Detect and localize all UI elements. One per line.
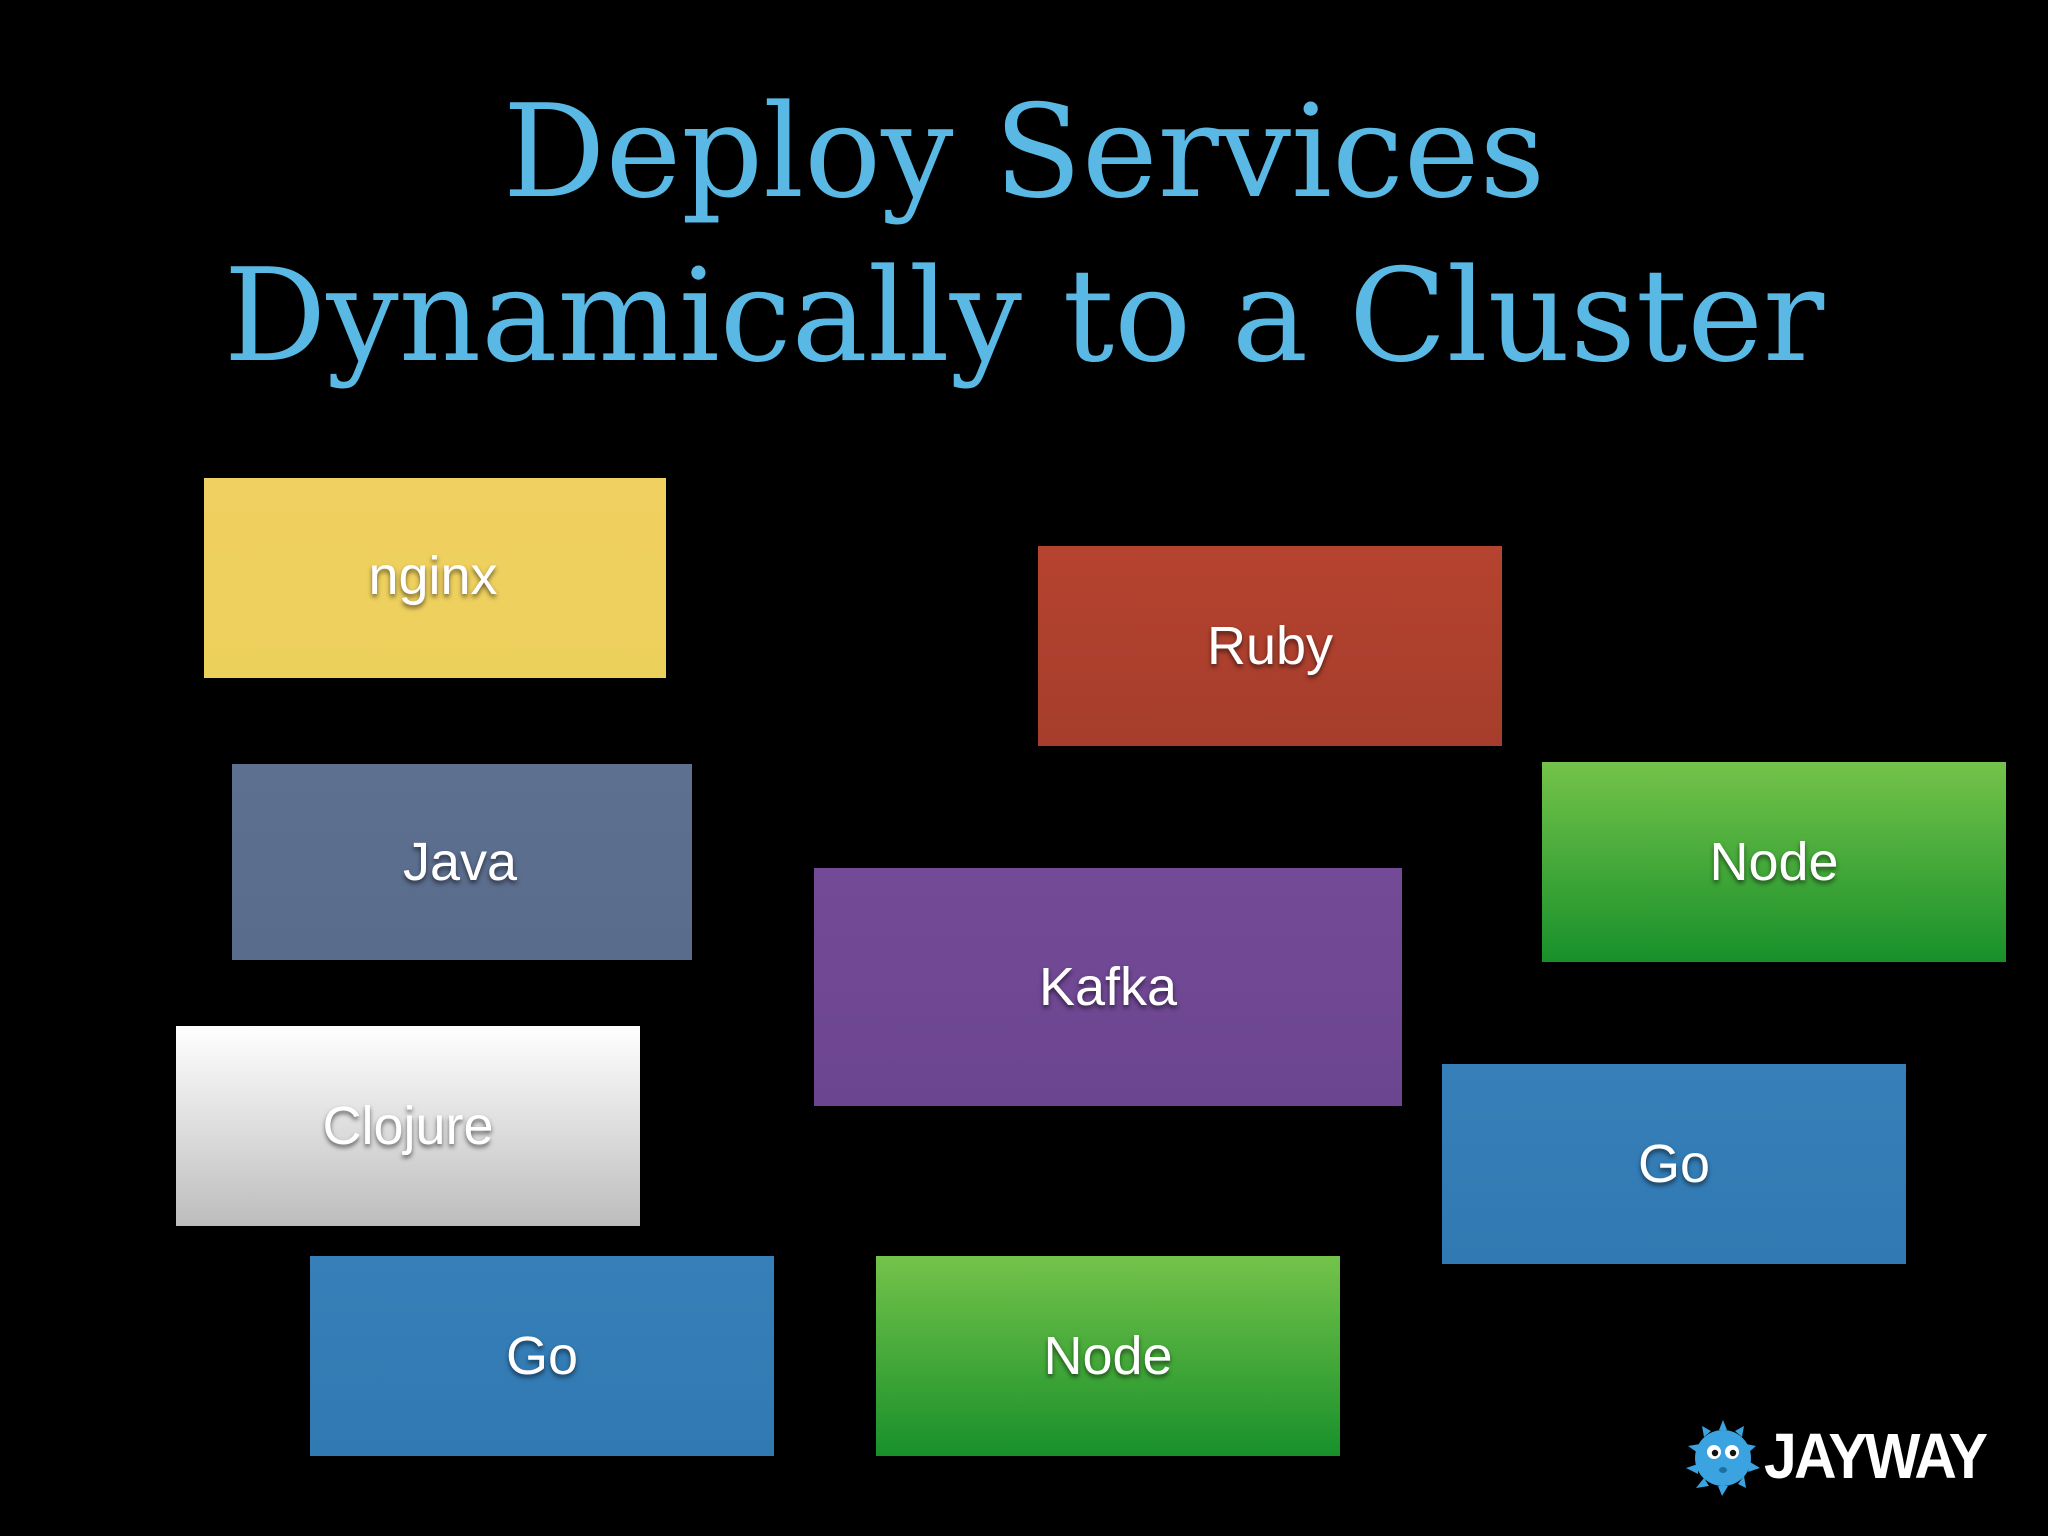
service-label-java: Java [402, 832, 518, 892]
service-box-go-2: Go [310, 1256, 774, 1456]
service-box-node-1: Node [1542, 762, 2006, 962]
slide-title-line-1: Deploy Services [502, 78, 1546, 227]
service-box-clojure: Clojure [176, 1026, 640, 1226]
service-label-kafka: Kafka [1038, 957, 1178, 1017]
service-box-ruby: Ruby [1038, 546, 1502, 746]
service-label-go-2: Go [505, 1326, 579, 1386]
service-box-go-1: Go [1442, 1064, 1906, 1264]
service-label-node-1: Node [1709, 832, 1839, 892]
service-box-java: Java [232, 764, 692, 960]
service-label-go-1: Go [1637, 1134, 1711, 1194]
service-label-node-2: Node [1043, 1326, 1173, 1386]
jayway-logo: JAYWAY [1682, 1410, 1988, 1496]
service-box-kafka: Kafka [814, 868, 1402, 1106]
service-box-node-2: Node [876, 1256, 1340, 1456]
service-label-clojure: Clojure [322, 1096, 494, 1156]
slide-title-line-2: Dynamically to a Cluster [223, 242, 1825, 391]
service-label-ruby: Ruby [1206, 616, 1334, 676]
service-label-nginx: nginx [368, 546, 498, 606]
pufferfish-icon [1686, 1420, 1760, 1496]
service-box-nginx: nginx [204, 478, 666, 678]
logo-text: JAYWAY [1764, 1420, 1988, 1492]
